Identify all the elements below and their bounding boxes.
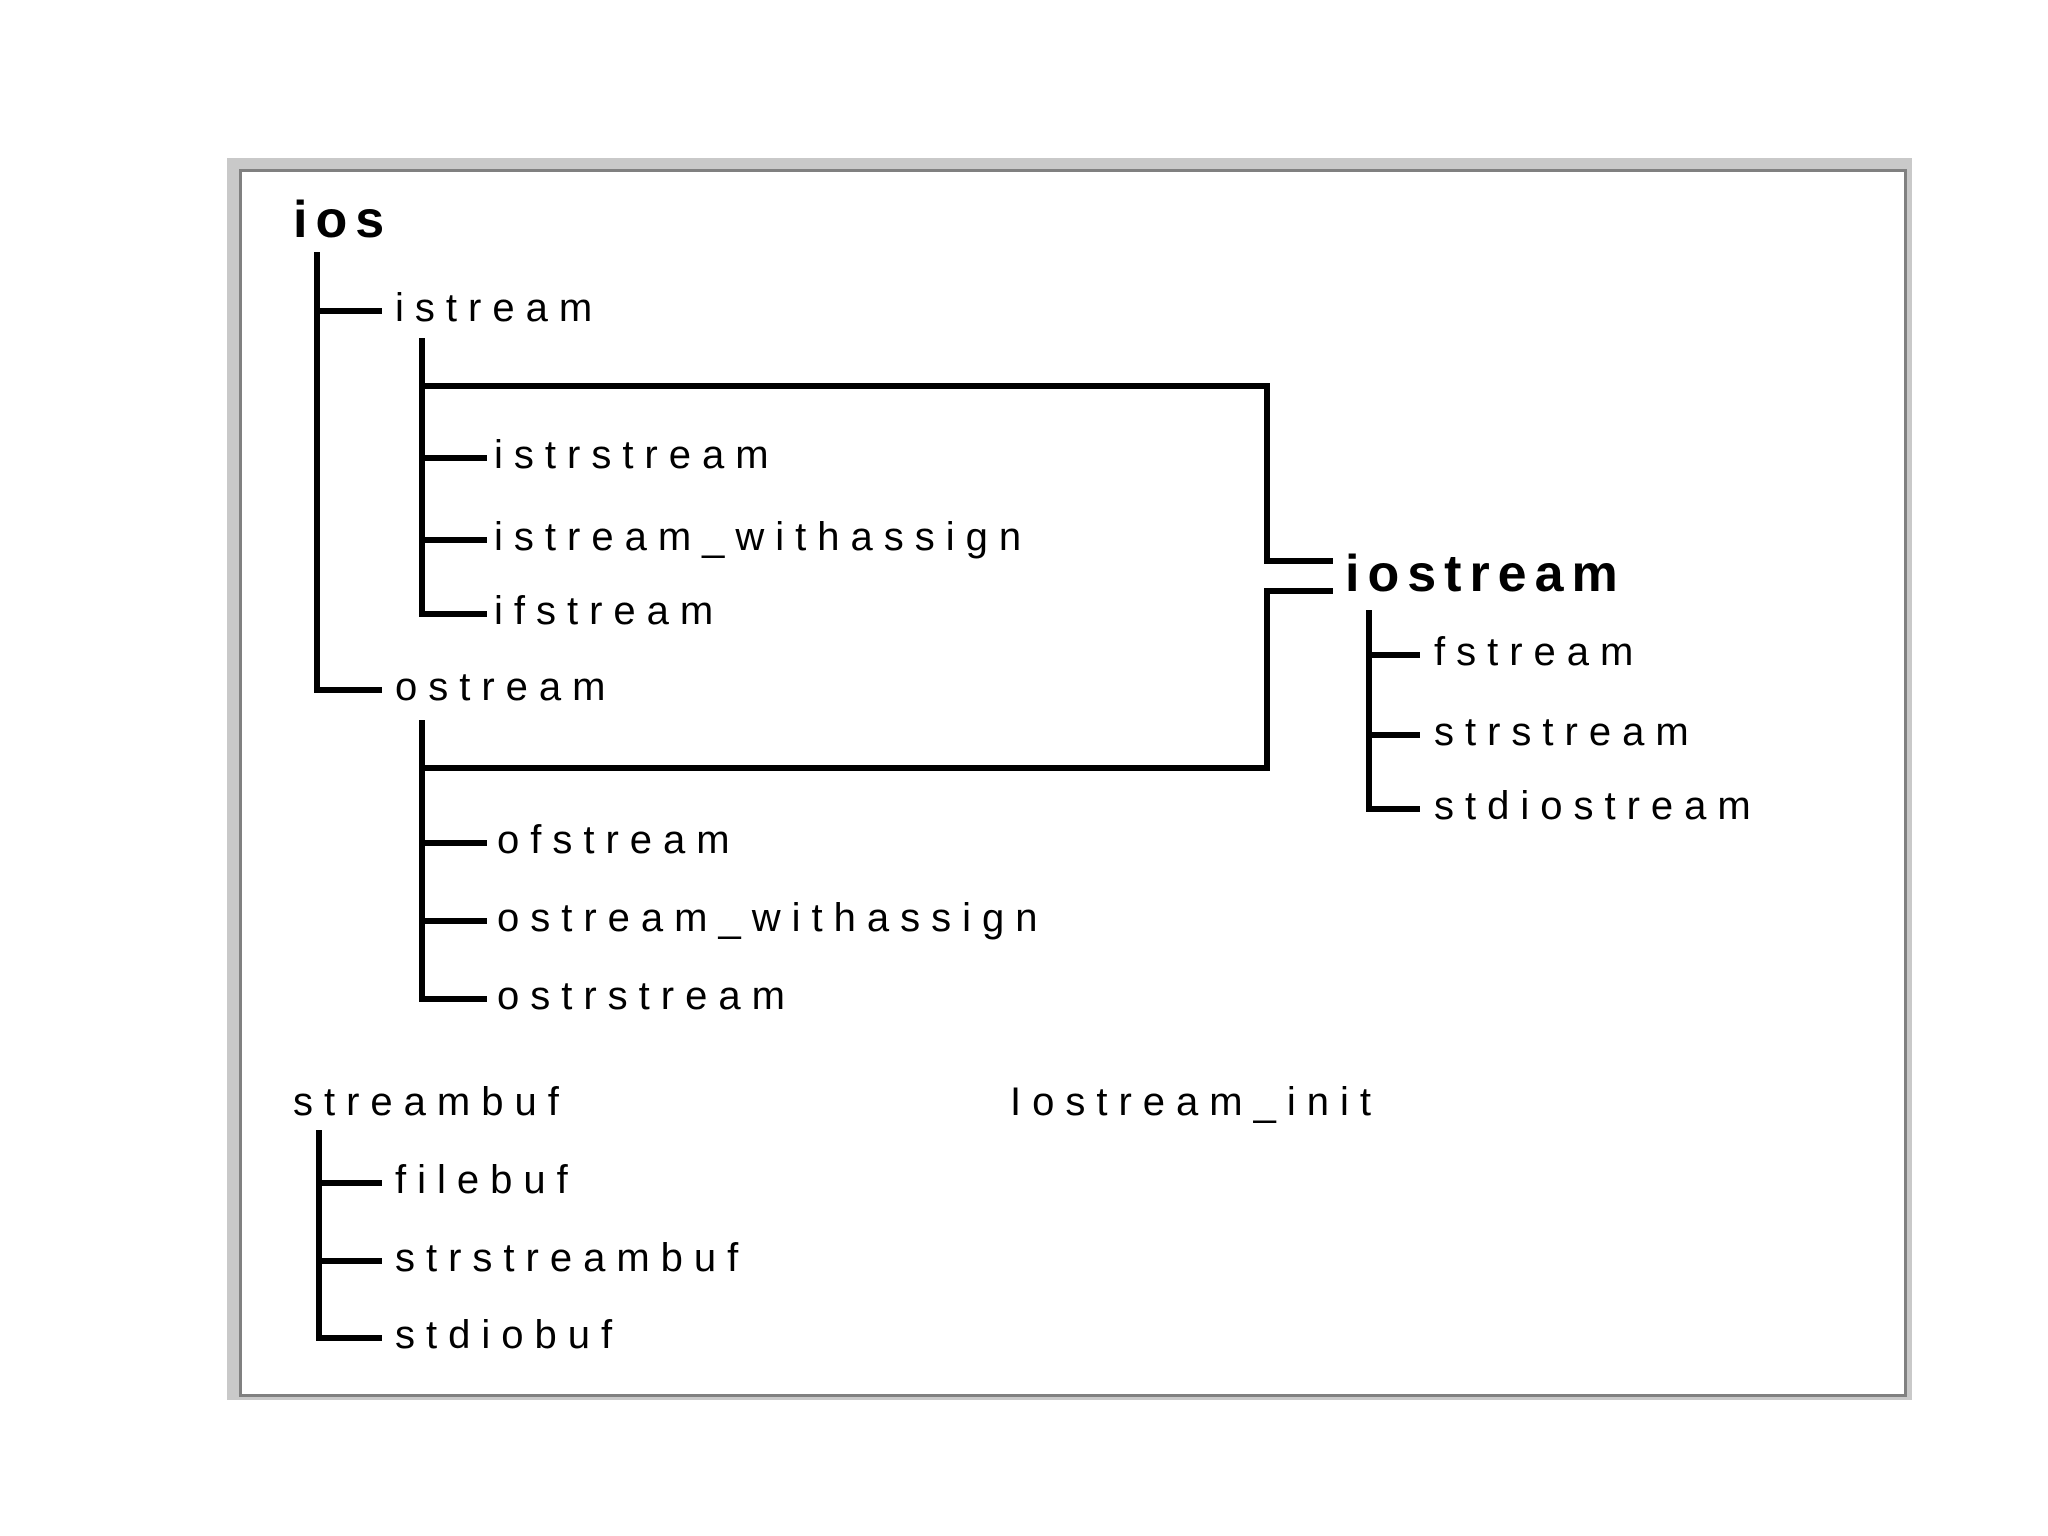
connector-tick-iostream-lower — [1264, 588, 1333, 594]
connector-tick-strstreambuf — [316, 1258, 382, 1264]
node-fstream: fstream — [1434, 630, 1645, 674]
node-iostream: iostream — [1345, 545, 1626, 603]
node-ofstream: ofstream — [497, 818, 741, 862]
connector-tick-ostream-withassign — [419, 918, 487, 924]
node-ostream: ostream — [395, 665, 617, 709]
connector-tick-istream — [314, 308, 382, 314]
node-istrstream: istrstream — [494, 433, 780, 477]
connector-ostream-to-iostream-horizontal — [419, 765, 1270, 771]
connector-tick-iostream-upper — [1264, 558, 1333, 564]
connector-tick-istream-withassign — [419, 537, 487, 543]
connector-tick-stdiostream — [1366, 806, 1420, 812]
node-ostream-withassign: ostream_withassign — [497, 896, 1049, 940]
connector-ostream-iostream-vertical — [1264, 588, 1270, 771]
node-ios: ios — [293, 191, 393, 249]
connector-ostream-trunk — [419, 720, 425, 1002]
node-iostream-init: Iostream_init — [1010, 1080, 1382, 1124]
connector-tick-fstream — [1366, 652, 1420, 658]
connector-iostream-trunk — [1366, 610, 1372, 812]
connector-istream-iostream-vertical — [1264, 383, 1270, 564]
connector-istream-trunk — [419, 338, 425, 617]
connector-tick-stdiobuf — [316, 1335, 382, 1341]
node-ifstream: ifstream — [494, 589, 725, 633]
node-filebuf: filebuf — [395, 1158, 579, 1202]
node-strstream: strstream — [1434, 710, 1700, 754]
connector-tick-ifstream — [419, 611, 487, 617]
node-ostrstream: ostrstream — [497, 974, 796, 1018]
connector-tick-istrstream — [419, 455, 487, 461]
connector-ios-trunk — [314, 252, 320, 693]
connector-tick-ostream — [314, 687, 382, 693]
connector-istream-to-iostream-horizontal — [419, 383, 1270, 389]
connector-tick-ostrstream — [419, 996, 487, 1002]
node-streambuf: streambuf — [293, 1080, 570, 1124]
node-istream: istream — [395, 286, 604, 330]
connector-tick-filebuf — [316, 1180, 382, 1186]
connector-tick-strstream — [1366, 732, 1420, 738]
connector-tick-ofstream — [419, 840, 487, 846]
figure-frame — [239, 169, 1907, 1397]
node-stdiostream: stdiostream — [1434, 784, 1762, 828]
node-istream-withassign: istream_withassign — [494, 515, 1033, 559]
connector-streambuf-trunk — [316, 1130, 322, 1341]
node-strstreambuf: strstreambuf — [395, 1236, 750, 1280]
node-stdiobuf: stdiobuf — [395, 1313, 624, 1357]
